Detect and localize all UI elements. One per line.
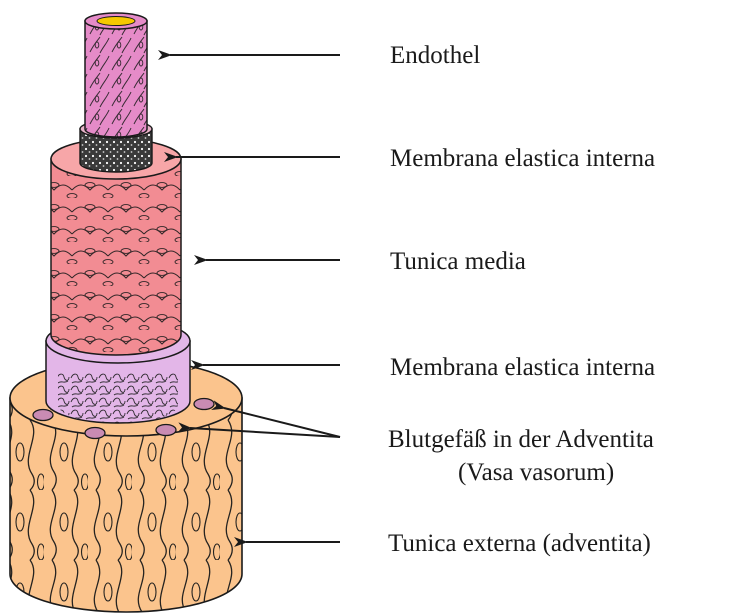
- vessel-3: [156, 425, 176, 436]
- label-tunica-externa: Tunica externa (adventita): [388, 530, 651, 557]
- vessel-2: [85, 428, 105, 439]
- labels: Endothel Membrana elastica interna Tunic…: [388, 42, 655, 557]
- vessel-4: [194, 399, 214, 410]
- vessel-1: [33, 410, 53, 421]
- label-tunica-media: Tunica media: [390, 248, 526, 275]
- label-endothel: Endothel: [390, 42, 480, 69]
- label-elastica-interna-lower: Membrana elastica interna: [390, 354, 655, 381]
- label-elastica-interna-upper: Membrana elastica interna: [390, 145, 655, 172]
- label-vasa-line2: (Vasa vasorum): [458, 459, 614, 486]
- endothel-layer: [85, 13, 147, 137]
- label-vasa-line1: Blutgefäß in der Adventita: [388, 426, 654, 453]
